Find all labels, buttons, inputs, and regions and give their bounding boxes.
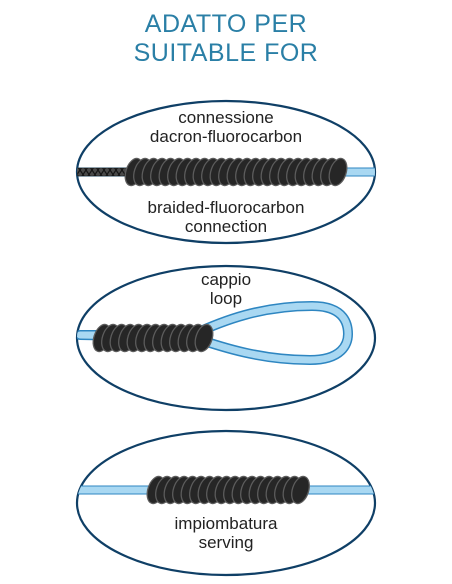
label-line-2: serving	[198, 533, 254, 552]
thread-wrap-coil	[146, 475, 310, 505]
serving-illustration	[75, 429, 377, 577]
label-line-1: braided-fluorocarbon	[147, 198, 305, 217]
label-line-1: connessione	[178, 108, 274, 127]
title-english: SUITABLE FOR	[133, 39, 319, 67]
panel-loop: cappio loop	[74, 262, 378, 412]
braided-connection-illustration	[75, 99, 377, 245]
label-top: connessione dacron-fluorocarbon	[74, 108, 378, 146]
label-bottom: impiombatura serving	[74, 514, 378, 552]
header: ADATTO PER SUITABLE FOR	[0, 10, 452, 68]
label-line-2: connection	[184, 217, 268, 236]
label-top: cappio loop	[74, 270, 378, 308]
loop-line	[77, 302, 352, 364]
coil-turn	[194, 323, 214, 353]
panel-serving: impiombatura serving	[74, 428, 378, 578]
loop-illustration	[75, 264, 377, 412]
label-line-1: impiombatura	[174, 514, 278, 533]
label-line-2: loop	[209, 289, 243, 308]
panel-ellipse	[75, 429, 377, 577]
coil-turn	[328, 157, 348, 187]
thread-wrap-coil	[124, 157, 348, 187]
label-line-1: cappio	[200, 270, 252, 289]
label-bottom: braided-fluorocarbon connection	[74, 198, 378, 236]
title-italian: ADATTO PER	[144, 10, 308, 38]
panel-braided-connection: connessione dacron-fluorocarbon braided-…	[74, 98, 378, 246]
label-line-2: dacron-fluorocarbon	[149, 127, 303, 146]
thread-wrap-coil	[92, 323, 214, 353]
coil-turn	[291, 475, 310, 505]
